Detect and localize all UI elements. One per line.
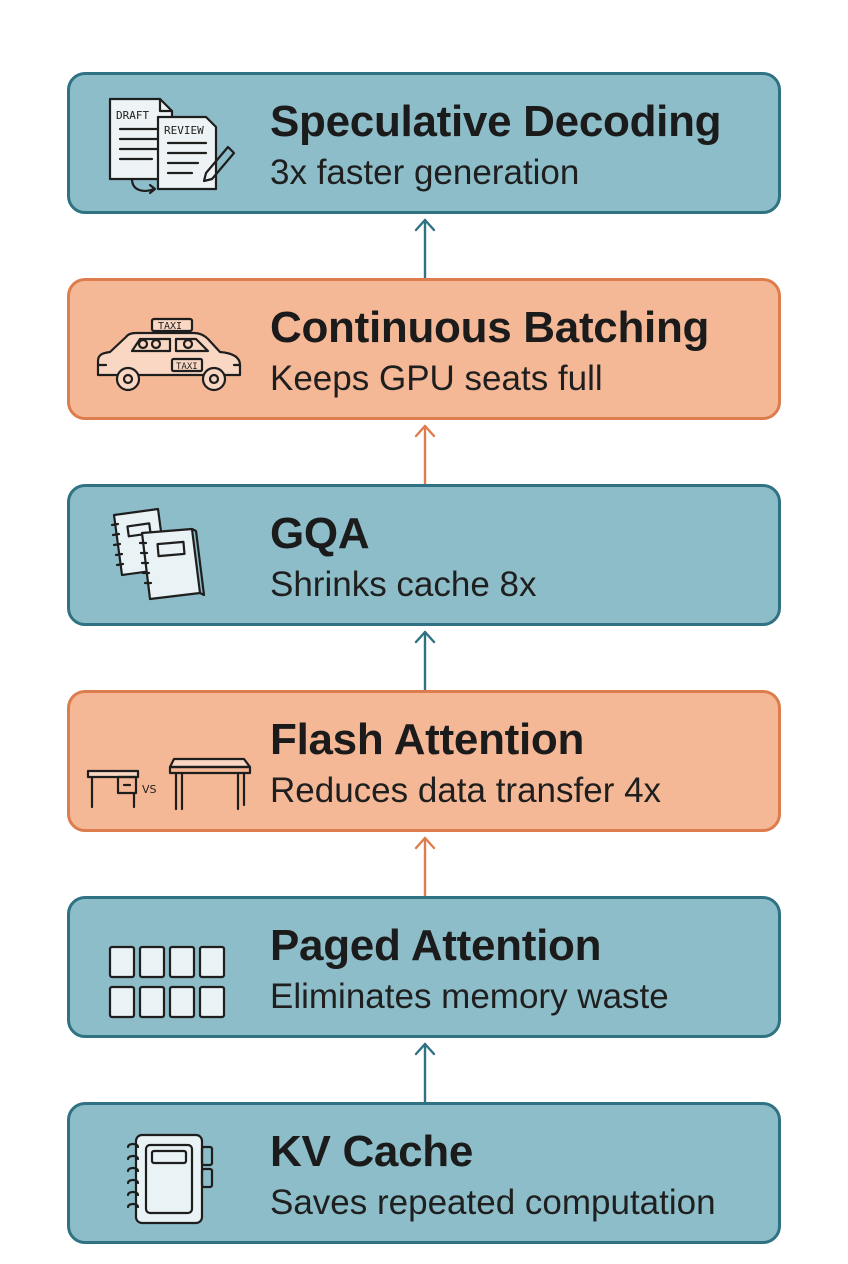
draft-label: DRAFT [116, 109, 149, 122]
layer-paged-attention: Paged Attention Eliminates memory waste [67, 896, 781, 1038]
layer-title: Speculative Decoding [270, 97, 722, 146]
layer-flash-attention: VS Flash Attention Reduces data transfer… [67, 690, 781, 832]
layer-title: Paged Attention [270, 921, 602, 970]
layer-kv-cache: KV Cache Saves repeated computation [67, 1102, 781, 1244]
review-label: REVIEW [164, 124, 204, 137]
layer-continuous-batching: TAXI TAXI Continuous Batching Keeps GPU … [67, 278, 781, 420]
desk-vs-table-icon: VS [86, 757, 252, 811]
arrow-up-icon [414, 630, 436, 690]
arrow-up-icon [414, 424, 436, 484]
layer-subtitle: Keeps GPU seats full [270, 359, 603, 398]
vs-label: VS [142, 783, 157, 796]
layer-subtitle: Shrinks cache 8x [270, 565, 537, 604]
arrow-up-icon [414, 218, 436, 278]
arrow-up-icon [414, 836, 436, 896]
taxi-icon: TAXI TAXI [96, 317, 242, 392]
layer-subtitle: Eliminates memory waste [270, 977, 669, 1016]
notebook-icon [126, 1133, 214, 1225]
layer-subtitle: Saves repeated computation [270, 1183, 716, 1222]
layer-title: KV Cache [270, 1127, 474, 1176]
draft-review-documents-icon: DRAFT REVIEW [108, 97, 236, 195]
layer-title: GQA [270, 509, 370, 558]
memory-pages-grid-icon [108, 945, 226, 1019]
notebooks-icon [110, 507, 206, 601]
layer-gqa: GQA Shrinks cache 8x [67, 484, 781, 626]
layer-subtitle: Reduces data transfer 4x [270, 771, 662, 810]
layer-title: Continuous Batching [270, 303, 710, 352]
layer-title: Flash Attention [270, 715, 585, 764]
taxi-sign-label: TAXI [158, 321, 182, 332]
arrow-up-icon [414, 1042, 436, 1102]
layer-speculative-decoding: DRAFT REVIEW Speculative Decoding 3x fas… [67, 72, 781, 214]
layer-subtitle: 3x faster generation [270, 153, 580, 192]
taxi-door-label: TAXI [176, 362, 198, 372]
